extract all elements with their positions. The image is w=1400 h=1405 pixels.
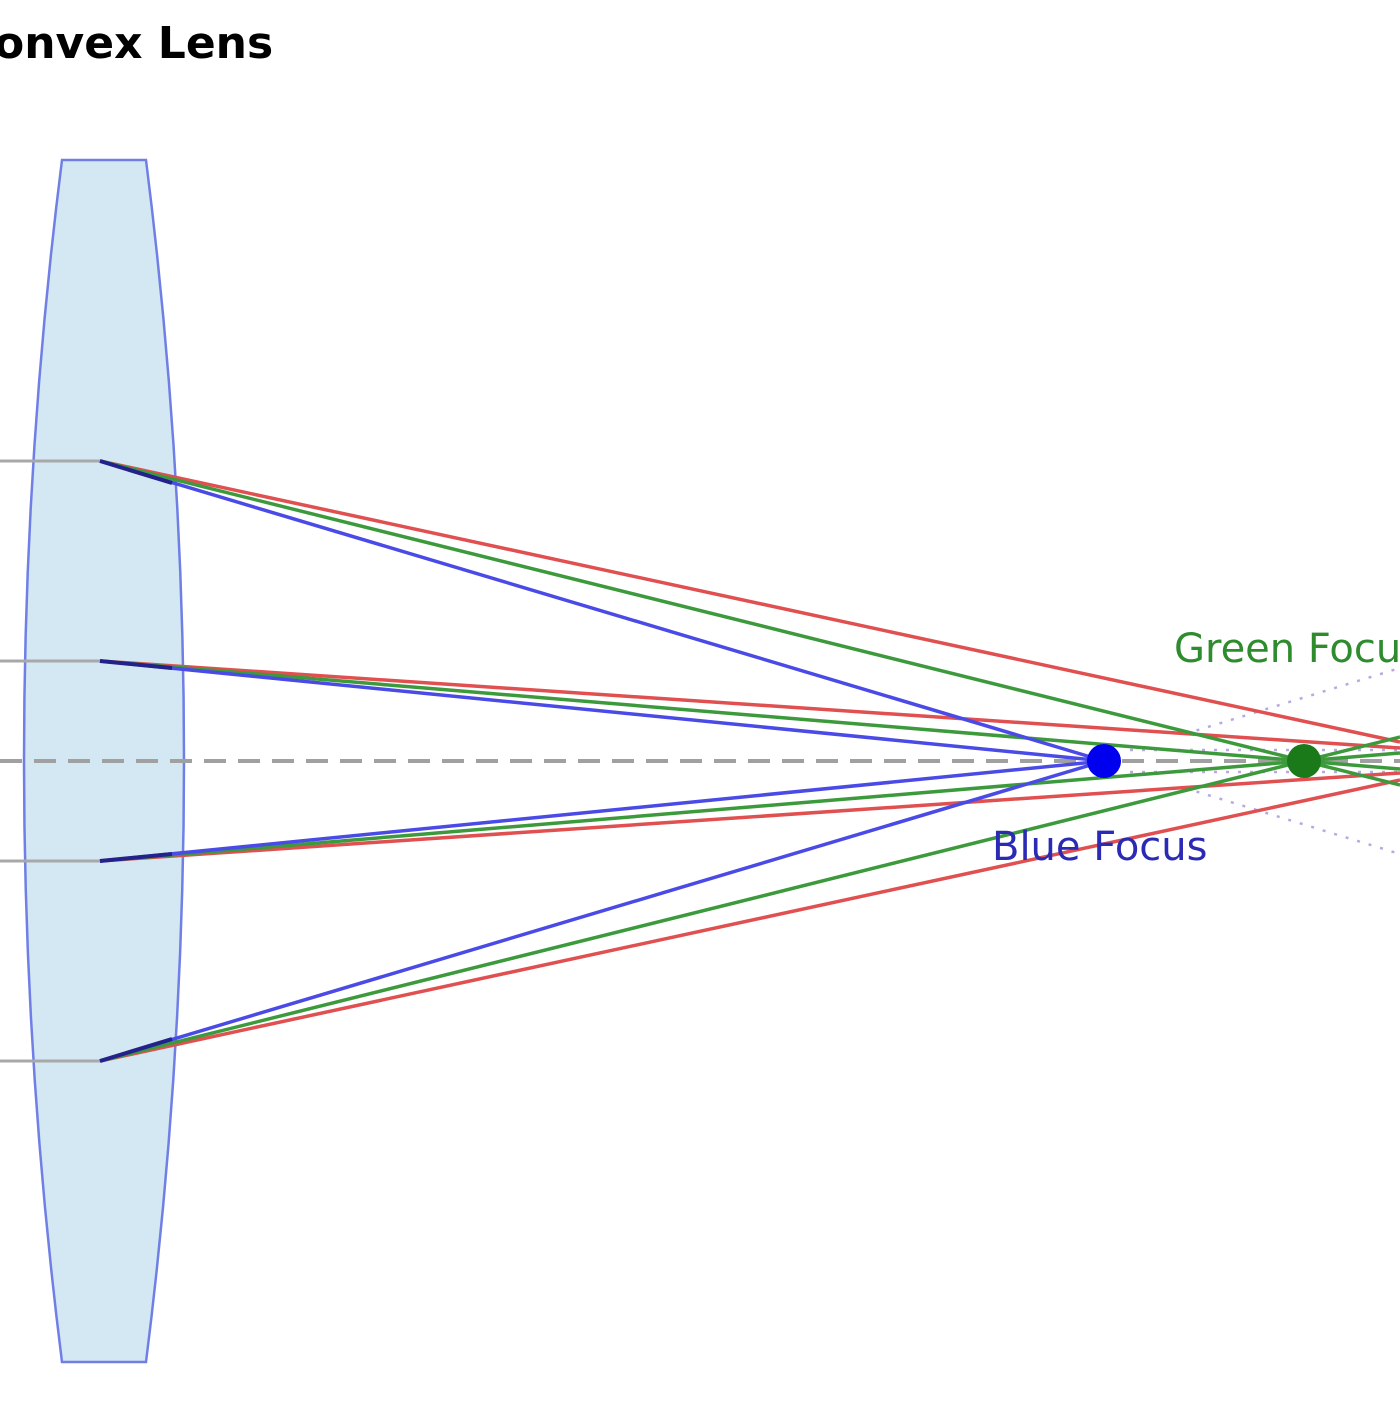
red-ray	[99, 778, 1400, 1063]
ray-origin-segment	[99, 852, 173, 863]
green-rays	[99, 459, 1400, 1063]
red-rays	[99, 459, 1400, 1063]
blue-focus-label: Blue Focus	[992, 824, 1207, 870]
ray-origin-segment	[99, 1037, 173, 1063]
guide-line-upper	[1184, 666, 1400, 736]
green-ray	[99, 459, 1400, 787]
red-ray	[99, 659, 1400, 750]
blue-ray	[99, 459, 1105, 763]
green-focus-dot-icon	[1287, 744, 1321, 778]
blue-ray	[99, 759, 1105, 863]
green-focus-label: Green Focu	[1174, 626, 1400, 672]
green-ray	[99, 735, 1400, 1063]
ray-origin-segment	[99, 459, 173, 485]
diagram-title: onvex Lens	[0, 18, 273, 69]
red-ray	[99, 771, 1400, 863]
green-ray	[99, 659, 1400, 771]
blue-rays	[99, 459, 1105, 1063]
ray-origin-segment	[99, 659, 173, 670]
incoming-rays	[0, 459, 100, 1063]
blue-ray	[99, 759, 1105, 1063]
guide-line-lower	[1184, 786, 1400, 856]
blue-ray	[99, 659, 1105, 763]
ray-origins	[99, 459, 173, 1063]
green-ray	[99, 751, 1400, 863]
red-ray	[99, 459, 1400, 744]
blue-focus-dot-icon	[1087, 744, 1121, 778]
